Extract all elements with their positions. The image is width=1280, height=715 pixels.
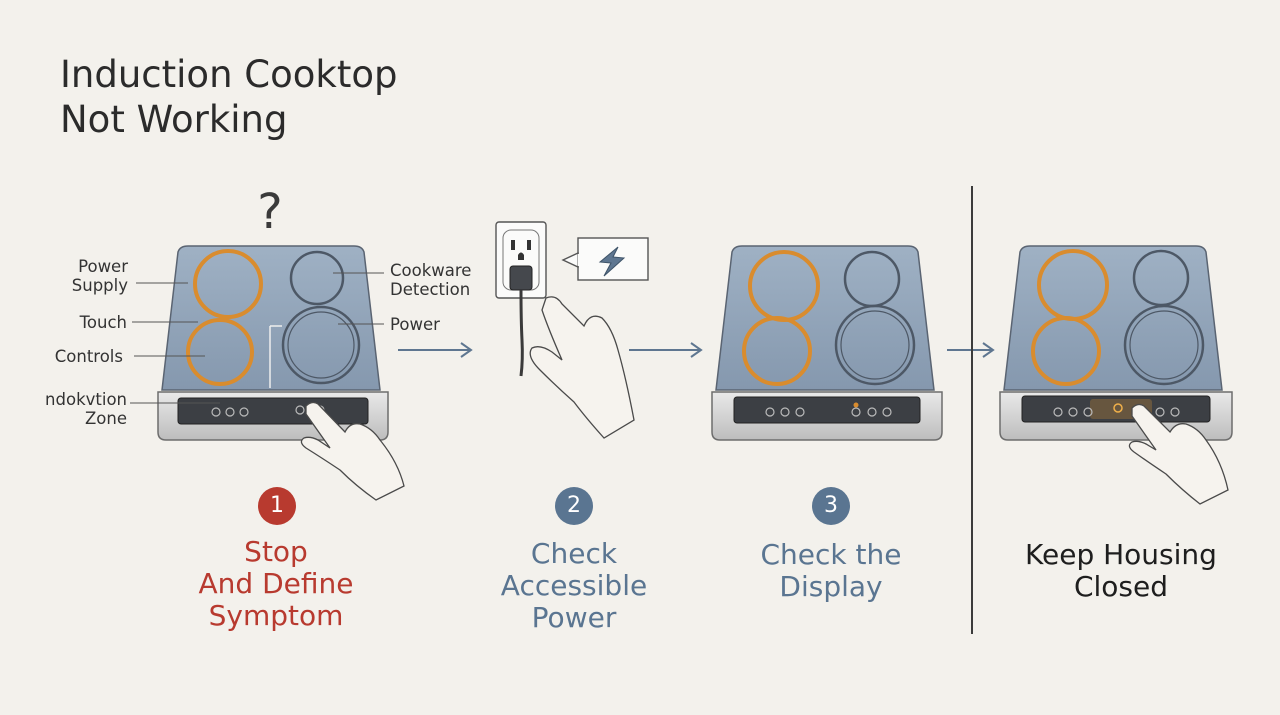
label-induction-zone: ndokvtion Zone <box>30 390 127 428</box>
hot-zone-ring <box>742 316 812 386</box>
label-cookware-detection-line-1: Cookware <box>390 261 472 280</box>
step-3-title-line-1: Check the <box>760 538 902 571</box>
label-power-supply-line-1: Power <box>78 257 128 276</box>
step-3-title: Check the Display <box>731 539 931 603</box>
page-title: Induction Cooktop Not Working <box>60 52 397 142</box>
step-1-title: Stop And Define Symptom <box>176 536 376 632</box>
page-title-line-2: Not Working <box>60 98 288 141</box>
label-controls: Controls <box>54 347 123 366</box>
step-2-title-line-3: Power <box>531 601 617 634</box>
flow-arrow-1 <box>398 342 473 358</box>
hand-pointing-icon <box>300 401 405 501</box>
label-power-supply-line-2: Supply <box>71 276 128 295</box>
step-2-title: Check Accessible Power <box>474 538 674 634</box>
step-1-title-line-3: Symptom <box>208 599 344 632</box>
question-mark-icon: ? <box>257 184 282 240</box>
step-1-badge: 1 <box>258 487 296 525</box>
cold-zone-ring <box>834 304 916 386</box>
step-2-badge: 2 <box>555 487 593 525</box>
step-1-title-line-2: And Define <box>198 567 354 600</box>
label-induction-zone-line-2: Zone <box>84 409 127 428</box>
label-power: Power <box>390 315 440 334</box>
label-induction-zone-line-1: ndokvtion <box>45 390 127 409</box>
hot-zone-ring <box>1031 316 1101 386</box>
step-1-title-line-1: Stop <box>244 535 308 568</box>
label-power-supply: Power Supply <box>60 257 128 295</box>
cooktop-2 <box>711 245 943 441</box>
hot-zone-ring <box>186 318 254 386</box>
label-cookware-detection: Cookware Detection <box>390 261 471 299</box>
step-4-title: Keep Housing Closed <box>1011 539 1231 603</box>
hand-pointing-icon <box>1128 403 1229 505</box>
cooktop-1 <box>130 245 389 441</box>
wall-outlet-icon <box>495 221 547 377</box>
cold-zone-ring <box>281 305 361 385</box>
step-2-title-line-2: Accessible <box>500 569 648 602</box>
label-cookware-detection-line-2: Detection <box>390 280 471 299</box>
cooktop-3 <box>999 245 1233 441</box>
cold-zone-ring <box>289 250 345 306</box>
step-4-title-line-1: Keep Housing <box>1025 538 1217 571</box>
step-2-title-line-1: Check <box>530 537 618 570</box>
step-4-title-line-2: Closed <box>1073 570 1169 603</box>
lightning-callout-icon <box>561 237 649 281</box>
hot-zone-ring <box>193 249 263 319</box>
hand-plugging-icon <box>529 296 635 439</box>
page-title-line-1: Induction Cooktop <box>60 53 398 96</box>
flow-arrow-2 <box>629 342 703 358</box>
step-3-badge: 3 <box>812 487 850 525</box>
label-touch: Touch <box>79 313 127 332</box>
flow-arrow-3 <box>947 342 995 358</box>
cold-zone-ring <box>1123 304 1205 386</box>
step-3-title-line-2: Display <box>779 570 883 603</box>
